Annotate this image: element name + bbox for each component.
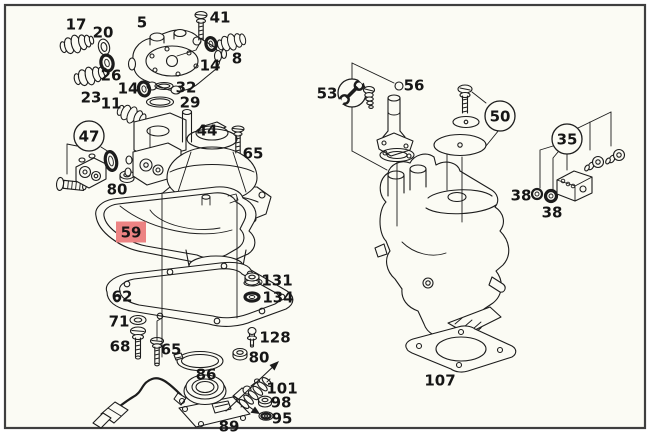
o-ring-32 bbox=[154, 81, 174, 91]
stud-128 bbox=[246, 326, 258, 348]
o-ring-38b bbox=[543, 188, 559, 204]
part-label-47-12[interactable]: 47 bbox=[79, 128, 100, 146]
part-label-8-5[interactable]: 8 bbox=[232, 50, 242, 68]
part-label-11-9[interactable]: 11 bbox=[101, 95, 122, 113]
union-fitting-17 bbox=[59, 34, 95, 55]
part-label-80-24[interactable]: 80 bbox=[249, 349, 270, 367]
assembly-leader-lines bbox=[156, 192, 238, 358]
part-label-circle-50[interactable] bbox=[484, 100, 516, 132]
part-label-128-23[interactable]: 128 bbox=[259, 329, 290, 347]
part-label-86-25[interactable]: 86 bbox=[196, 366, 217, 384]
o-ring-29 bbox=[145, 96, 175, 108]
part-label-65-14[interactable]: 65 bbox=[243, 145, 264, 163]
union-fitting-8 bbox=[216, 33, 247, 52]
hose-clamp-86 bbox=[173, 350, 224, 372]
throttle-cable bbox=[118, 377, 183, 408]
spring-101 bbox=[225, 361, 279, 414]
seal-ring-26 bbox=[99, 53, 115, 73]
part-label-26-6[interactable]: 26 bbox=[101, 67, 122, 85]
seal-ring-14a bbox=[136, 80, 152, 98]
part-label-17-0[interactable]: 17 bbox=[66, 16, 87, 34]
seal-ring-14b bbox=[204, 35, 218, 53]
sensor-group-53 bbox=[336, 62, 415, 227]
selected-part-highlight bbox=[116, 221, 146, 243]
socket-bolt-a bbox=[584, 155, 605, 172]
valve-47-group bbox=[55, 143, 135, 191]
bolt-68 bbox=[129, 326, 147, 360]
part-label-44-13[interactable]: 44 bbox=[197, 122, 218, 140]
part-label-134-19[interactable]: 134 bbox=[262, 289, 293, 307]
callout-dot-56 bbox=[394, 81, 404, 91]
part-label-32-10[interactable]: 32 bbox=[176, 79, 197, 97]
part-label-98-28[interactable]: 98 bbox=[271, 394, 292, 412]
part-label-101-27[interactable]: 101 bbox=[266, 380, 297, 398]
part-label-5-2[interactable]: 5 bbox=[137, 14, 147, 32]
mixture-housing-drawing bbox=[374, 153, 510, 338]
washer-95 bbox=[258, 411, 274, 421]
seal-47 bbox=[103, 150, 119, 172]
part-label-20-1[interactable]: 20 bbox=[93, 24, 114, 42]
part-label-95-29[interactable]: 95 bbox=[272, 410, 293, 428]
part-label-89-26[interactable]: 89 bbox=[219, 418, 240, 435]
bolt-disc-group-50 bbox=[433, 84, 500, 223]
part-label-38-35[interactable]: 38 bbox=[542, 204, 563, 222]
part-label-14-8[interactable]: 14 bbox=[118, 80, 139, 98]
part-label-107-36[interactable]: 107 bbox=[424, 372, 455, 390]
fuel-distributor-drawing bbox=[127, 28, 228, 95]
part-label-29-11[interactable]: 29 bbox=[180, 94, 201, 112]
socket-bolt-b bbox=[605, 148, 626, 165]
part-label-38-34[interactable]: 38 bbox=[511, 187, 532, 205]
part-label-53-30[interactable]: 53 bbox=[317, 85, 338, 103]
part-label-14-4[interactable]: 14 bbox=[200, 57, 221, 75]
part-label-circle-47[interactable] bbox=[73, 120, 105, 152]
bolt-65a bbox=[231, 125, 245, 154]
nut-131 bbox=[243, 272, 261, 287]
screw-41-drawing bbox=[176, 10, 208, 57]
part-label-50-32[interactable]: 50 bbox=[490, 108, 511, 126]
o-ring-38a bbox=[530, 187, 544, 201]
part-label-41-3[interactable]: 41 bbox=[210, 9, 231, 27]
part-label-62-17[interactable]: 62 bbox=[112, 288, 133, 306]
part-label-23-7[interactable]: 23 bbox=[81, 89, 102, 107]
part-label-131-18[interactable]: 131 bbox=[261, 272, 292, 290]
part-label-65-22[interactable]: 65 bbox=[161, 341, 182, 359]
valve-group-35 bbox=[530, 111, 626, 204]
nut-80b bbox=[232, 347, 248, 361]
union-fitting-23 bbox=[73, 66, 109, 87]
washer-134 bbox=[243, 291, 261, 303]
part-label-35-33[interactable]: 35 bbox=[557, 131, 578, 149]
nut-98 bbox=[257, 395, 273, 408]
bolt-65b bbox=[149, 336, 165, 367]
part-label-71-20[interactable]: 71 bbox=[109, 313, 130, 331]
part-label-59-16[interactable]: 59 bbox=[121, 224, 142, 242]
part-label-circle-35[interactable] bbox=[551, 123, 583, 155]
washer-71 bbox=[129, 314, 147, 326]
part-label-56-31[interactable]: 56 bbox=[404, 77, 425, 95]
gasket-107 bbox=[405, 325, 517, 373]
part-label-80-15[interactable]: 80 bbox=[107, 181, 128, 199]
part-label-68-21[interactable]: 68 bbox=[110, 338, 131, 356]
